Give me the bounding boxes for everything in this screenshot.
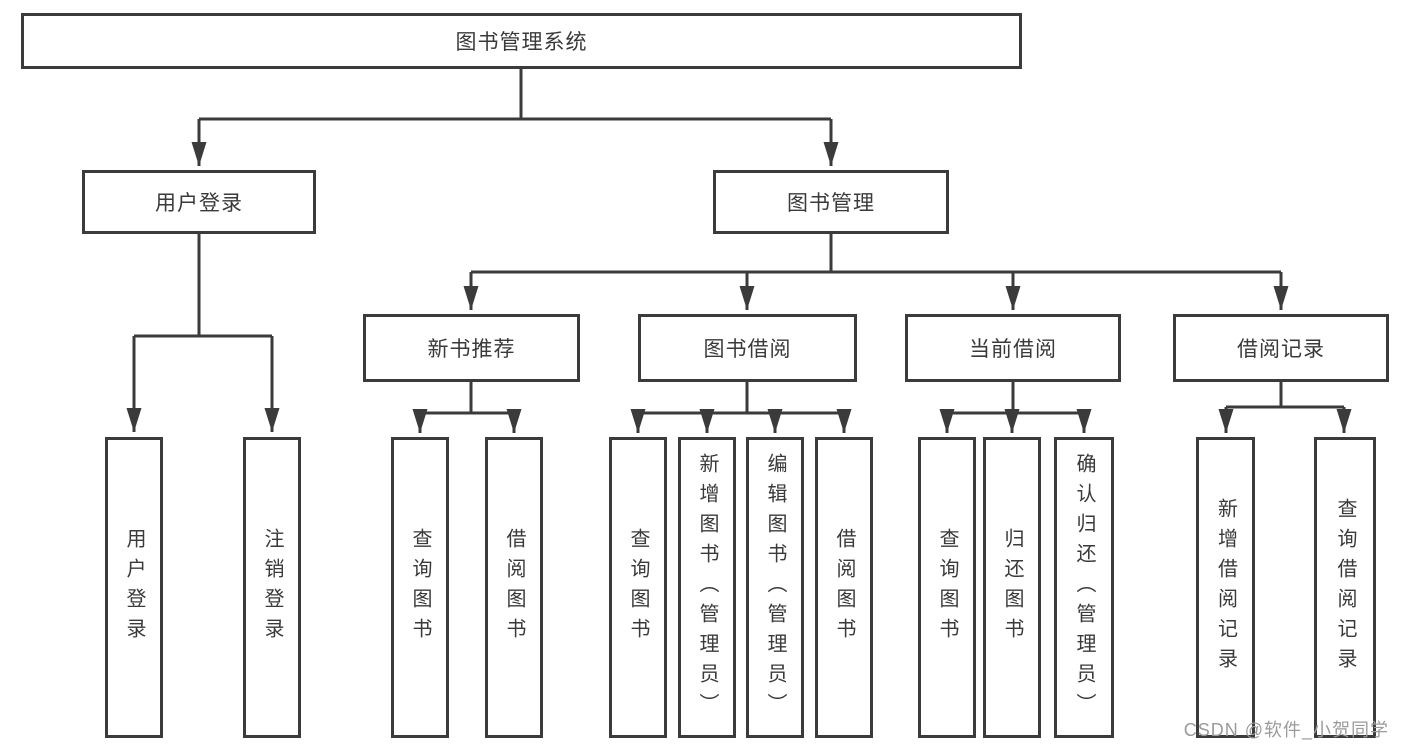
node-borrow-record: 借阅记录: [1173, 314, 1389, 382]
leaf-query-borrow-record: 查询借阅记录: [1314, 437, 1376, 738]
leaf-label: 查询图书: [409, 527, 431, 648]
node-new-book-recommend: 新书推荐: [363, 314, 580, 382]
leaf-edit-book-admin: 编辑图书（管理员）: [746, 437, 804, 738]
leaf-label: 注销登录: [261, 527, 283, 648]
leaf-label: 新增图书（管理员）: [696, 452, 718, 723]
node-label: 图书管理: [787, 192, 875, 215]
leaf-label: 查询借阅记录: [1334, 497, 1356, 678]
leaf-label: 新增借阅记录: [1214, 497, 1237, 678]
node-library-management-system: 图书管理系统: [21, 13, 1022, 69]
leaf-add-borrow-record: 新增借阅记录: [1196, 437, 1255, 738]
node-label: 当前借阅: [969, 338, 1057, 361]
leaf-borrow-book-recommend: 借阅图书: [485, 437, 543, 738]
leaf-label: 查询图书: [627, 527, 649, 648]
node-label: 新书推荐: [427, 338, 516, 361]
leaf-query-book-borrow: 查询图书: [609, 437, 667, 738]
node-current-borrow: 当前借阅: [905, 314, 1121, 382]
leaf-label: 借阅图书: [833, 527, 855, 648]
node-label: 图书管理系统: [455, 31, 588, 54]
leaf-logout: 注销登录: [243, 437, 301, 738]
leaf-confirm-return-admin: 确认归还（管理员）: [1054, 437, 1114, 738]
leaf-label: 用户登录: [123, 527, 145, 648]
leaf-label: 借阅图书: [503, 527, 525, 648]
leaf-query-book-current: 查询图书: [918, 437, 976, 738]
leaf-user-login: 用户登录: [105, 437, 163, 738]
leaf-label: 查询图书: [936, 527, 958, 648]
node-label: 借阅记录: [1237, 338, 1325, 361]
csdn-watermark: CSDN @软件_小贺同学: [1183, 720, 1389, 740]
node-user-login: 用户登录: [82, 170, 316, 234]
leaf-label: 编辑图书（管理员）: [764, 452, 786, 723]
leaf-add-book-admin: 新增图书（管理员）: [678, 437, 736, 738]
leaf-return-book: 归还图书: [983, 437, 1041, 738]
leaf-borrow-book: 借阅图书: [815, 437, 873, 738]
node-book-borrow: 图书借阅: [638, 314, 857, 382]
node-label: 图书借阅: [703, 338, 792, 361]
node-book-management: 图书管理: [713, 170, 949, 234]
leaf-query-book-recommend: 查询图书: [391, 437, 449, 738]
node-label: 用户登录: [155, 192, 243, 215]
leaf-label: 归还图书: [1001, 527, 1023, 648]
leaf-label: 确认归还（管理员）: [1073, 452, 1095, 723]
